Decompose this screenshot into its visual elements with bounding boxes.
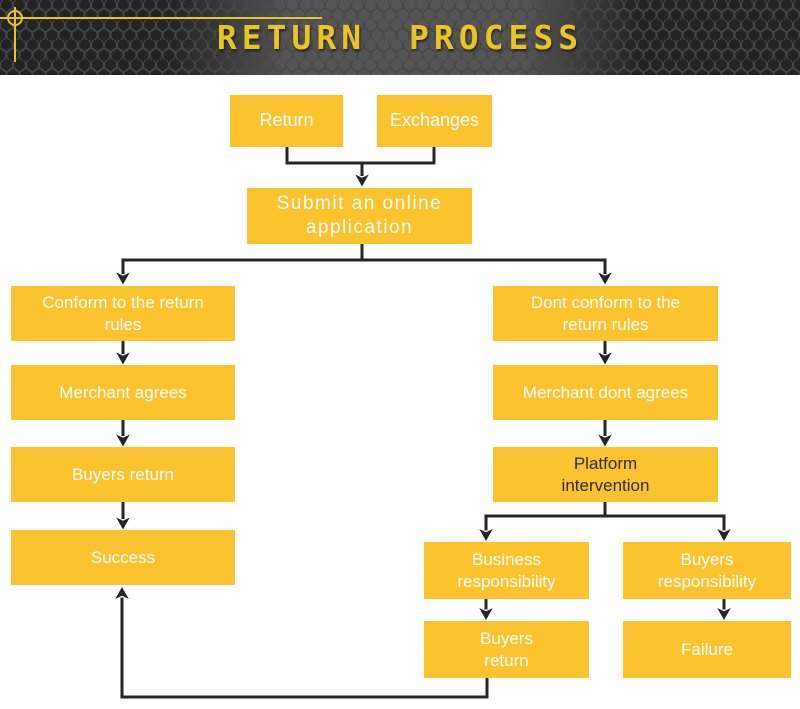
node-label: Return [259, 110, 314, 131]
node-dont-conform-to-return-rules: Dont conform to the return rules [493, 286, 718, 341]
node-buyers-return-2: Buyers return [424, 621, 589, 678]
node-submit-online-application: Submit an online application [247, 188, 472, 244]
node-label: Merchant agrees [59, 382, 187, 402]
node-label: Dont conform to the return rules [530, 292, 681, 334]
node-label: Buyers return [71, 464, 175, 484]
node-label: Failure [681, 639, 733, 659]
corner-ornament-icon [0, 7, 322, 62]
header-banner: RETURN PROCESS [0, 0, 800, 75]
node-label: Success [90, 547, 156, 567]
node-label: Buyers return [480, 628, 533, 670]
node-label: Buyers responsibility [657, 549, 757, 591]
node-failure: Failure [623, 621, 791, 678]
node-label: Business responsibility [457, 549, 556, 591]
banner-background [0, 0, 800, 75]
node-success: Success [11, 530, 235, 585]
node-business-responsibility: Business responsibility [424, 542, 589, 599]
node-platform-intervention: Platform intervention [493, 447, 718, 502]
node-return: Return [230, 95, 343, 147]
node-merchant-agrees: Merchant agrees [11, 365, 235, 420]
page-title: RETURN PROCESS [216, 18, 584, 57]
node-buyers-return: Buyers return [11, 447, 235, 502]
node-exchanges: Exchanges [377, 95, 492, 147]
node-label: Conform to the return rules [42, 292, 204, 334]
node-label: Platform intervention [561, 453, 650, 495]
node-conform-to-return-rules: Conform to the return rules [11, 286, 235, 341]
node-merchant-dont-agrees: Merchant dont agrees [493, 365, 718, 420]
node-label: Merchant dont agrees [522, 382, 689, 402]
node-label: Submit an online application [276, 192, 443, 238]
node-buyers-responsibility: Buyers responsibility [623, 542, 791, 599]
node-label: Exchanges [389, 110, 480, 131]
